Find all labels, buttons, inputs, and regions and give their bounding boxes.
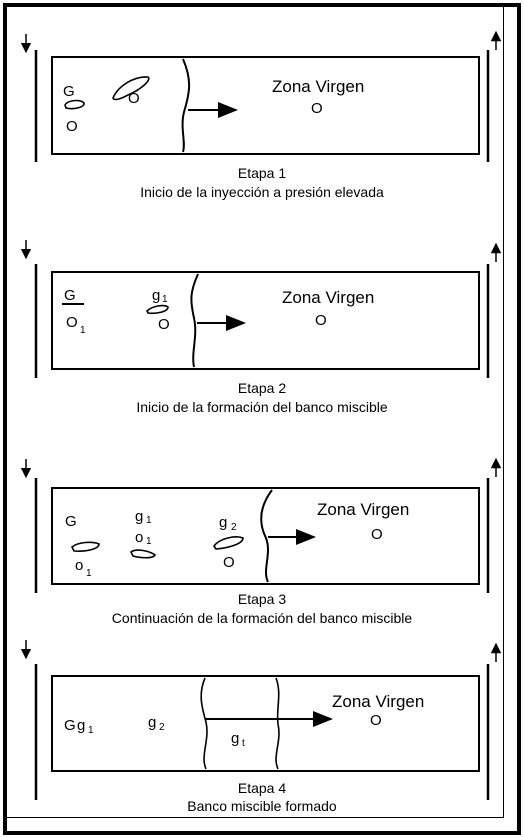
- displacement-front: [181, 58, 191, 153]
- symbol-subscript: t: [242, 738, 245, 749]
- stage-caption: Continuación de la formación del banco m…: [112, 610, 413, 626]
- symbol-subscript: 2: [159, 722, 165, 733]
- stage-title: Etapa 3: [238, 591, 286, 607]
- stage-title: Etapa 1: [238, 165, 286, 181]
- symbol-o: O: [128, 90, 140, 107]
- symbol-subscript: 1: [162, 294, 168, 305]
- symbol-subscript: 1: [146, 536, 152, 547]
- stage-title: Etapa 2: [238, 380, 286, 396]
- inner-frame: [6, 6, 504, 818]
- symbol-g: g: [77, 717, 85, 734]
- symbol-g: g: [148, 714, 156, 731]
- symbol-g: G: [65, 513, 77, 530]
- symbol-g: G: [63, 83, 75, 100]
- stage-title: Etapa 4: [238, 780, 286, 796]
- symbol-o: O: [223, 554, 235, 571]
- stage-caption: Inicio de la formación del banco miscibl…: [136, 399, 388, 415]
- gas-bubble-icon: [146, 304, 169, 315]
- symbol-o: O: [66, 314, 78, 331]
- stage-caption: Inicio de la inyección a presión elevada: [140, 184, 384, 200]
- symbol-g: g: [219, 514, 227, 531]
- symbol-g: g: [231, 730, 239, 747]
- displacement-front: [260, 489, 273, 583]
- zone-label: Zona Virgen: [282, 288, 374, 307]
- symbol-o: o: [75, 557, 83, 574]
- miscible-bank-rear: [200, 677, 208, 770]
- stage-1: G O O O Zona Virgen Etapa 1 Inicio de la…: [20, 30, 502, 200]
- gas-bubble-icon: [71, 541, 100, 552]
- symbol-subscript: 1: [86, 568, 92, 579]
- symbol-g: g: [152, 287, 160, 304]
- symbol-o: O: [66, 118, 78, 135]
- gas-bubble-icon: [64, 99, 85, 110]
- outer-frame: [3, 3, 521, 835]
- symbol-subscript: 1: [80, 325, 86, 336]
- reservoir-box: [51, 675, 480, 772]
- reservoir-box: [51, 487, 480, 585]
- gas-bubble-icon: [129, 549, 157, 559]
- displacement-front: [190, 273, 199, 368]
- symbol-g: G: [64, 717, 76, 734]
- symbol-o: O: [371, 526, 383, 543]
- stage-4: G g 1 g 2 g t O Zona Virgen Etapa 4 Banc…: [20, 640, 502, 814]
- stage-3: G o 1 g 1 o 1 g 2 O O Zona Virgen Etapa …: [20, 457, 502, 626]
- symbol-g: G: [64, 287, 76, 304]
- symbol-g: g: [135, 508, 143, 525]
- symbol-o: O: [315, 312, 327, 329]
- stage-2: G O 1 g 1 O O Zona Virgen Etapa 2 Inicio…: [20, 240, 502, 415]
- symbol-o: O: [370, 712, 382, 729]
- symbol-subscript: 1: [146, 515, 152, 526]
- gas-bubble-icon: [112, 76, 150, 101]
- zone-label: Zona Virgen: [317, 500, 409, 519]
- reservoir-box: [51, 271, 480, 370]
- miscible-bank-front: [275, 677, 280, 770]
- stage-caption: Banco miscible formado: [187, 798, 337, 814]
- symbol-o: O: [158, 316, 170, 333]
- symbol-o: O: [311, 100, 323, 117]
- symbol-subscript: 2: [231, 522, 237, 533]
- reservoir-box: [51, 56, 480, 155]
- symbol-o: o: [135, 529, 143, 546]
- symbol-subscript: 1: [88, 725, 94, 736]
- zone-label: Zona Virgen: [272, 77, 364, 96]
- zone-label: Zona Virgen: [332, 692, 424, 711]
- gas-bubble-icon: [213, 536, 244, 550]
